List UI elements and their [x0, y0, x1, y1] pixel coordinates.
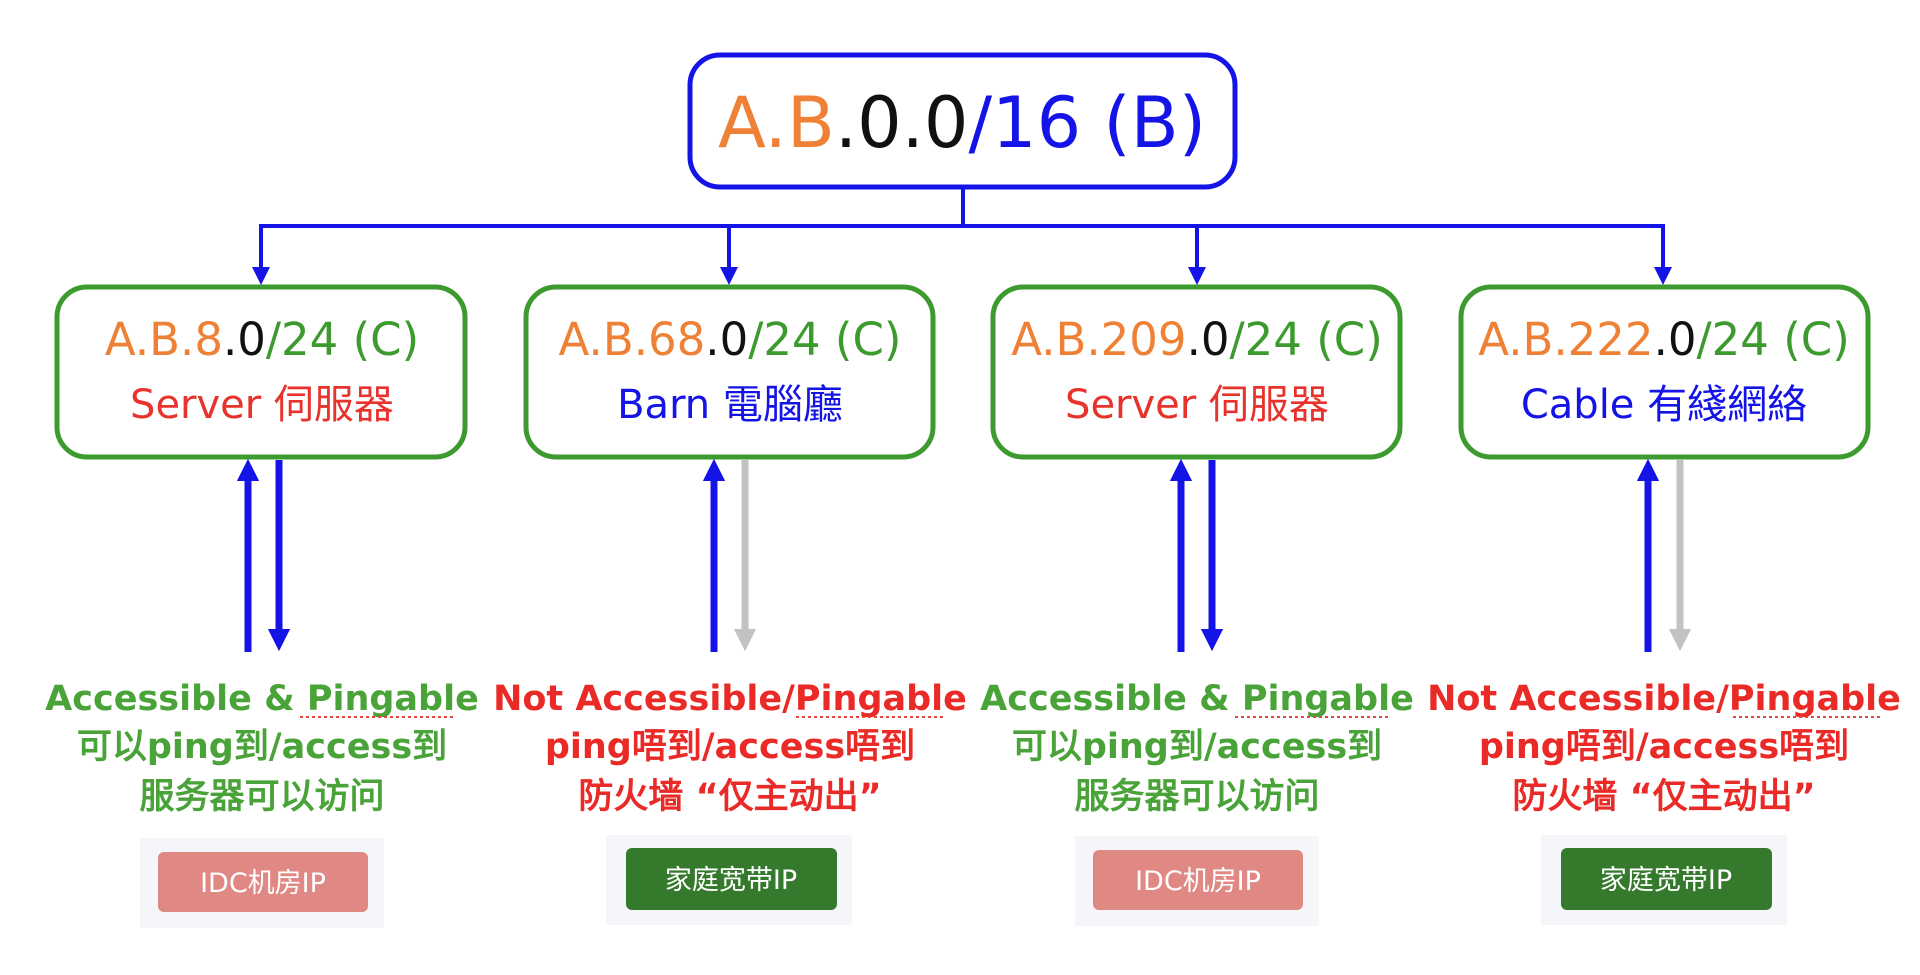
subnet-box [523, 284, 936, 460]
status-line-1b: Pingable [1242, 679, 1414, 719]
subnet-cidr: A.B.68.0/24 (C) [559, 313, 902, 366]
ip-tag-2: 家庭宽带IP [606, 835, 852, 925]
status-line-1: Accessible & Pingable [980, 679, 1414, 719]
status-line-2: 可以ping到/access到 [1012, 727, 1382, 767]
subnet-mask: /24 (C) [748, 313, 901, 366]
traffic-arrows-4 [1636, 458, 1692, 652]
tag-label: 家庭宽带IP [1600, 865, 1732, 896]
subnet-box [54, 284, 468, 460]
subnet-mask: /24 (C) [1230, 313, 1383, 366]
subnet-prefix: A.B.68 [559, 313, 706, 366]
ip-tag-1: IDC机房IP [140, 838, 384, 928]
tag-label: IDC机房IP [200, 868, 326, 899]
status-line-1: Not Accessible/Pingable [1427, 679, 1901, 719]
subnet-prefix: A.B.8 [105, 313, 223, 366]
subnet-host: .0 [705, 313, 748, 366]
tag-label: IDC机房IP [1135, 866, 1261, 897]
traffic-arrows-2 [702, 458, 757, 652]
ip-tag-4: 家庭宽带IP [1541, 835, 1787, 925]
status-line-3: 防火墙 “仅主动出” [578, 777, 881, 817]
status-line-1a: Accessible & [980, 679, 1242, 719]
status-line-1: Accessible & Pingable [45, 679, 479, 719]
tag-badge [1093, 850, 1303, 910]
root-mask: /16 (B) [968, 82, 1206, 164]
status-line-1a: Not Accessible/ [1427, 679, 1729, 719]
subnet-prefix: A.B.209 [1011, 313, 1186, 366]
subnet-type-label: Server 伺服器 [130, 382, 394, 428]
connector-tree [252, 187, 1672, 285]
status-line-3: 服务器可以访问 [1074, 777, 1319, 817]
subnet-box [990, 284, 1403, 460]
tag-badge [1561, 848, 1772, 910]
subnet-node-4: A.B.222.0/24 (C) Cable 有綫網絡 [1458, 284, 1871, 460]
status-line-3: 防火墙 “仅主动出” [1512, 777, 1815, 817]
root-prefix: A.B [718, 82, 835, 164]
subnet-cidr: A.B.222.0/24 (C) [1478, 313, 1850, 366]
subnet-node-1: A.B.8.0/24 (C) Server 伺服器 [54, 284, 468, 460]
root-host: .0.0 [835, 82, 969, 164]
subnet-type-label: Cable 有綫網絡 [1521, 382, 1807, 428]
status-block-2: Not Accessible/Pingable ping唔到/access唔到 … [493, 679, 967, 817]
tag-label: 家庭宽带IP [665, 865, 797, 896]
subnet-mask: /24 (C) [266, 313, 419, 366]
status-block-1: Accessible & Pingable 可以ping到/access到 服务… [45, 679, 479, 817]
subnet-host: .0 [223, 313, 266, 366]
subnet-cidr: A.B.8.0/24 (C) [105, 313, 419, 366]
status-line-1a: Not Accessible/ [493, 679, 795, 719]
tag-badge [626, 848, 837, 910]
subnet-mask: /24 (C) [1697, 313, 1850, 366]
subnet-cidr: A.B.209.0/24 (C) [1011, 313, 1383, 366]
subnet-type-label: Server 伺服器 [1065, 382, 1329, 428]
status-line-1a: Accessible & [45, 679, 307, 719]
subnet-host: .0 [1187, 313, 1230, 366]
status-block-3: Accessible & Pingable 可以ping到/access到 服务… [980, 679, 1414, 817]
root-cidr: A.B.0.0/16 (B) [718, 82, 1206, 164]
subnet-box [1458, 284, 1871, 460]
root-node: A.B.0.0/16 (B) [687, 52, 1238, 190]
status-line-1b: Pingable [307, 679, 479, 719]
traffic-arrows-1 [236, 458, 291, 652]
status-block-4: Not Accessible/Pingable ping唔到/access唔到 … [1427, 679, 1901, 817]
status-line-3: 服务器可以访问 [139, 777, 384, 817]
status-line-2: ping唔到/access唔到 [545, 727, 915, 767]
subnet-host: .0 [1654, 313, 1697, 366]
ip-tag-3: IDC机房IP [1075, 836, 1319, 926]
status-line-1b: Pingable [1729, 679, 1901, 719]
status-line-2: ping唔到/access唔到 [1479, 727, 1849, 767]
subnet-node-3: A.B.209.0/24 (C) Server 伺服器 [990, 284, 1403, 460]
subnet-type-label: Barn 電腦廳 [617, 382, 843, 428]
subnet-node-2: A.B.68.0/24 (C) Barn 電腦廳 [523, 284, 936, 460]
status-line-1b: Pingable [795, 679, 967, 719]
tag-badge [158, 852, 368, 912]
traffic-arrows-3 [1169, 458, 1224, 652]
subnet-prefix: A.B.222 [1478, 313, 1653, 366]
status-line-1: Not Accessible/Pingable [493, 679, 967, 719]
status-line-2: 可以ping到/access到 [77, 727, 447, 767]
